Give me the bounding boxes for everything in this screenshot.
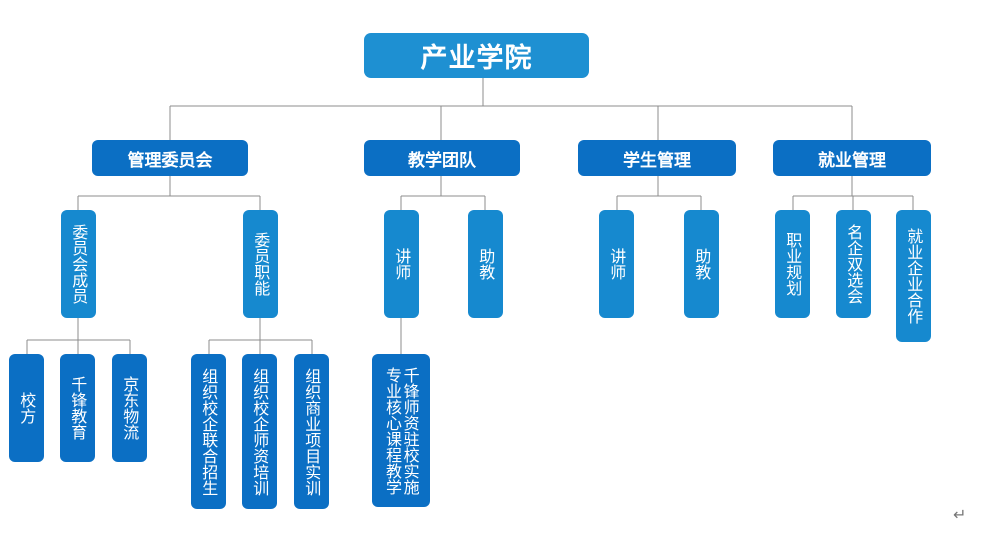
connector-dept-1 — [400, 176, 486, 210]
job-fair-node: 名企双选会 — [836, 210, 871, 318]
connector-root — [169, 78, 853, 140]
dept-employment-management: 就业管理 — [773, 140, 931, 176]
dept-student-management: 学生管理 — [578, 140, 736, 176]
duty-enrollment-node: 组织校企联合招生 — [191, 354, 226, 509]
duty-project-training-node: 组织商业项目实训 — [294, 354, 329, 509]
student-lecturer-node: 讲师 — [599, 210, 634, 318]
teaching-lecturer-node: 讲师 — [384, 210, 419, 318]
student-assistant-node: 助教 — [684, 210, 719, 318]
dept-management-committee: 管理委员会 — [92, 140, 248, 176]
connector-members — [26, 318, 131, 354]
return-symbol: ↵ — [953, 505, 967, 524]
career-planning-node: 职业规划 — [775, 210, 810, 318]
teaching-assistant-node: 助教 — [468, 210, 503, 318]
connector-duties — [208, 318, 313, 354]
committee-duties-node: 委员职能 — [243, 210, 278, 318]
lecturer-detail-node: 千锋师资驻校实施 专业核心课程教学 — [372, 354, 430, 507]
root-node: 产业学院 — [364, 33, 589, 78]
connector-dept-3 — [792, 176, 914, 210]
connector-dept-0 — [77, 176, 261, 210]
member-jd-logistics-node: 京东物流 — [112, 354, 147, 462]
member-school-node: 校方 — [9, 354, 44, 462]
connector-dept-2 — [616, 176, 702, 210]
committee-members-node: 委员会成员 — [61, 210, 96, 318]
duty-teacher-training-node: 组织校企师资培训 — [242, 354, 277, 509]
employer-cooperation-node: 就业企业合作 — [896, 210, 931, 342]
member-qianfeng-node: 千锋教育 — [60, 354, 95, 462]
dept-teaching-team: 教学团队 — [364, 140, 520, 176]
